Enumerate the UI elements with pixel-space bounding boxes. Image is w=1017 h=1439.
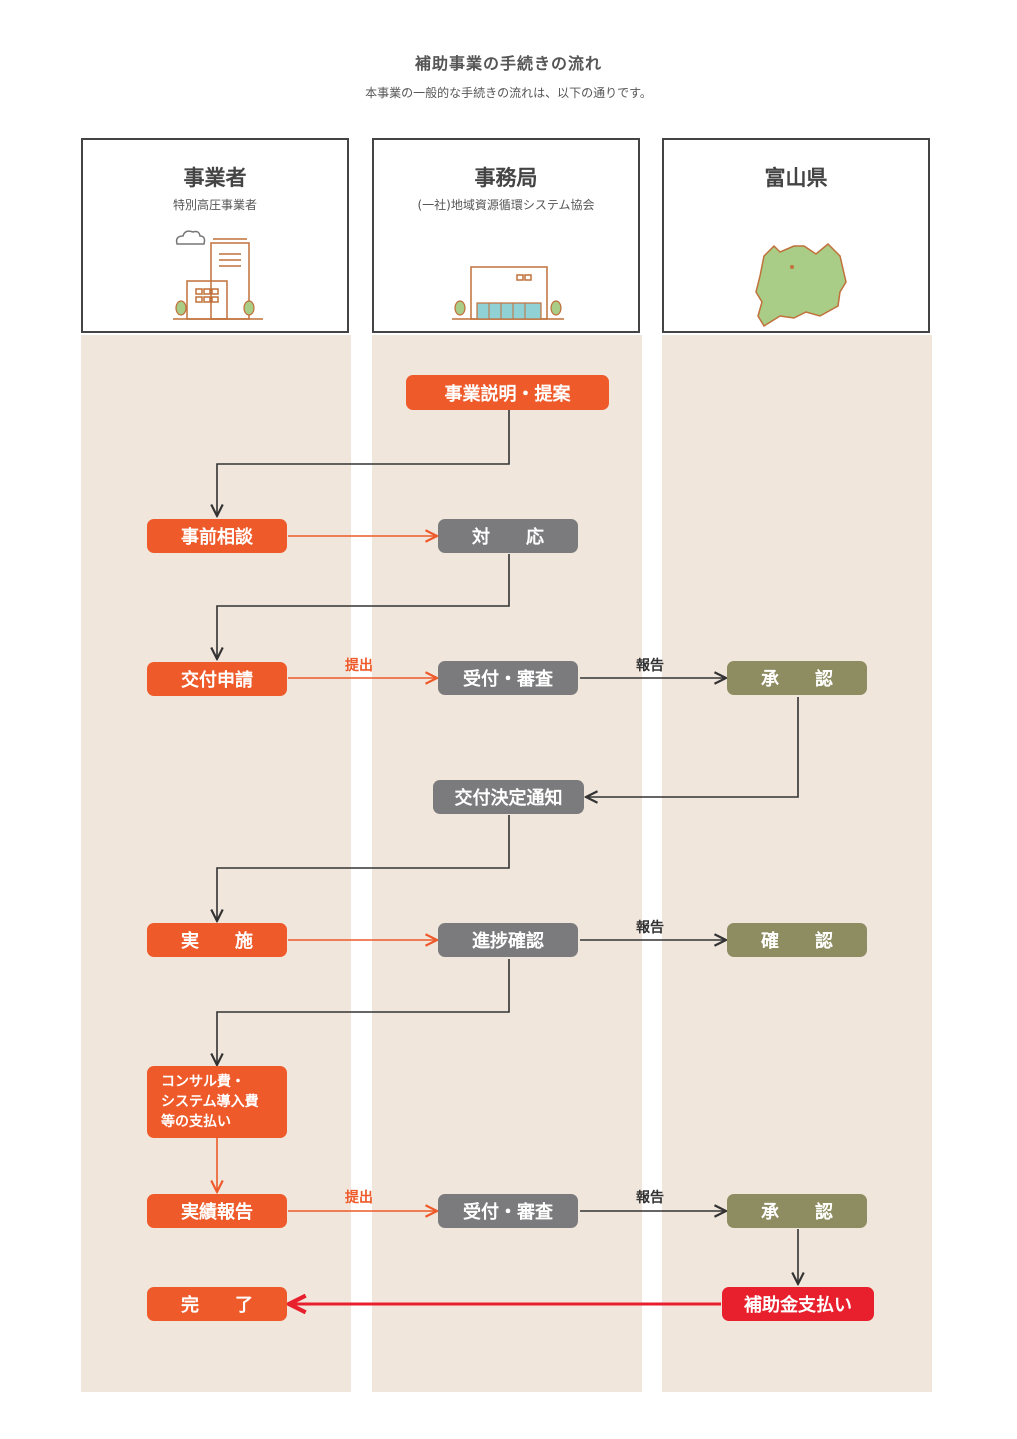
payment-line: コンサル費・ [161,1074,245,1090]
node-progress-check: 進捗確認 [438,923,578,957]
submit-label: 提出 [345,658,373,674]
node-respond: 対 応 [438,519,578,553]
node-proposal: 事業説明・提案 [406,375,609,410]
node-receive-review: 受付・審査 [438,661,578,695]
connector-respond-apply [217,554,510,659]
toyama-map-icon [755,242,847,328]
report-label: 報告 [636,658,664,674]
column-subtitle: 特別高圧事業者 [172,198,257,212]
page-title: 補助事業の手続きの流れ [414,54,602,73]
node-confirm: 確 認 [727,923,867,957]
page-subtitle: 本事業の一般的な手続きの流れは、以下の通りです。 [365,86,652,100]
column-title: 事業者 [183,166,247,190]
header-business: 事業者 特別高圧事業者 [81,138,349,333]
submit-label: 提出 [345,1190,373,1206]
office-icon [452,266,564,320]
report-label: 報告 [636,1190,664,1206]
node-subsidy-payment: 補助金支払い [722,1287,874,1321]
connector-decision-implement [217,815,510,921]
node-receive-review: 受付・審査 [438,1194,578,1228]
node-result-report: 実績報告 [147,1194,287,1228]
column-title: 事務局 [474,166,538,190]
payment-line: 等の支払い [161,1114,231,1130]
payment-line: システム導入費 [161,1094,259,1110]
node-apply: 交付申請 [147,662,287,696]
node-grant-decision: 交付決定通知 [433,780,584,814]
header-prefecture: 富山県 [662,138,930,333]
connector-progress-payment [217,959,510,1065]
column-title: 富山県 [764,166,828,190]
node-consult: 事前相談 [147,519,287,553]
report-label: 報告 [636,920,664,936]
header-secretariat: 事務局 (一社)地域資源循環システム協会 [372,138,640,333]
node-approve: 承 認 [727,1194,867,1228]
node-implement: 実 施 [147,923,287,957]
connector-proposal-consult [217,410,510,516]
office-building-icon [173,230,263,320]
node-complete: 完 了 [147,1287,287,1321]
column-subtitle: (一社)地域資源循環システム協会 [417,198,595,212]
node-payment: コンサル費・ システム導入費 等の支払い [147,1066,287,1138]
node-approve: 承 認 [727,661,867,695]
connector-approve-decision [586,697,799,797]
